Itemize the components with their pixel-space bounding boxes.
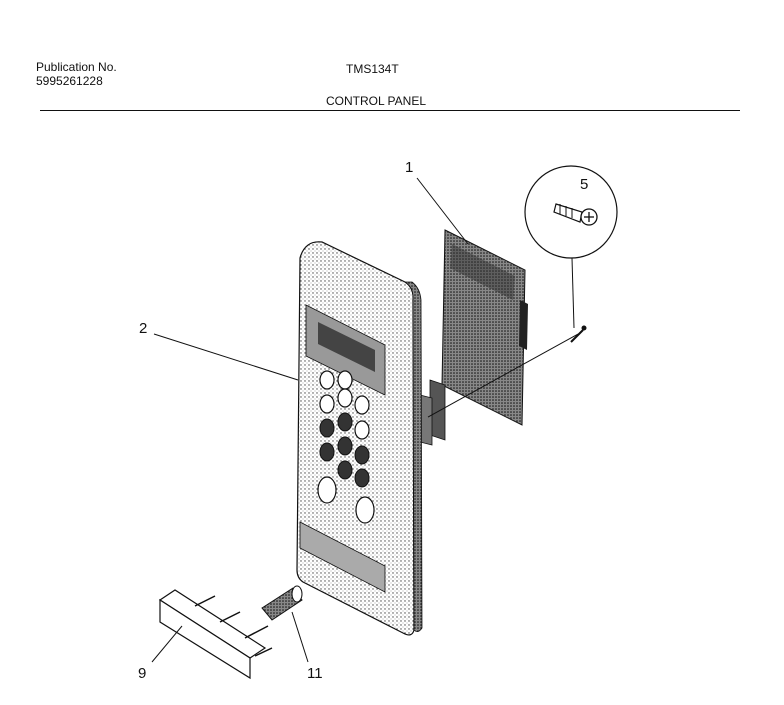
callout-2: 2	[139, 320, 147, 337]
control-panel-housing	[296, 241, 423, 636]
header-rule	[40, 110, 740, 111]
keypad-buttons	[317, 370, 375, 524]
callout-9: 9	[138, 665, 146, 682]
publication-label: Publication No.	[36, 60, 117, 74]
screw-detail-circle	[524, 165, 618, 259]
screw	[570, 325, 587, 343]
callout-5: 5	[580, 176, 588, 193]
door-release-lever	[158, 589, 273, 680]
callout-1: 1	[405, 159, 413, 176]
callout-11: 11	[307, 665, 323, 682]
circuit-board	[419, 229, 528, 446]
publication-number: 5995261228	[36, 74, 103, 88]
section-title: CONTROL PANEL	[326, 94, 427, 108]
spring	[261, 585, 303, 621]
model-number: TMS134T	[346, 62, 399, 76]
leader-lines	[151, 177, 579, 663]
